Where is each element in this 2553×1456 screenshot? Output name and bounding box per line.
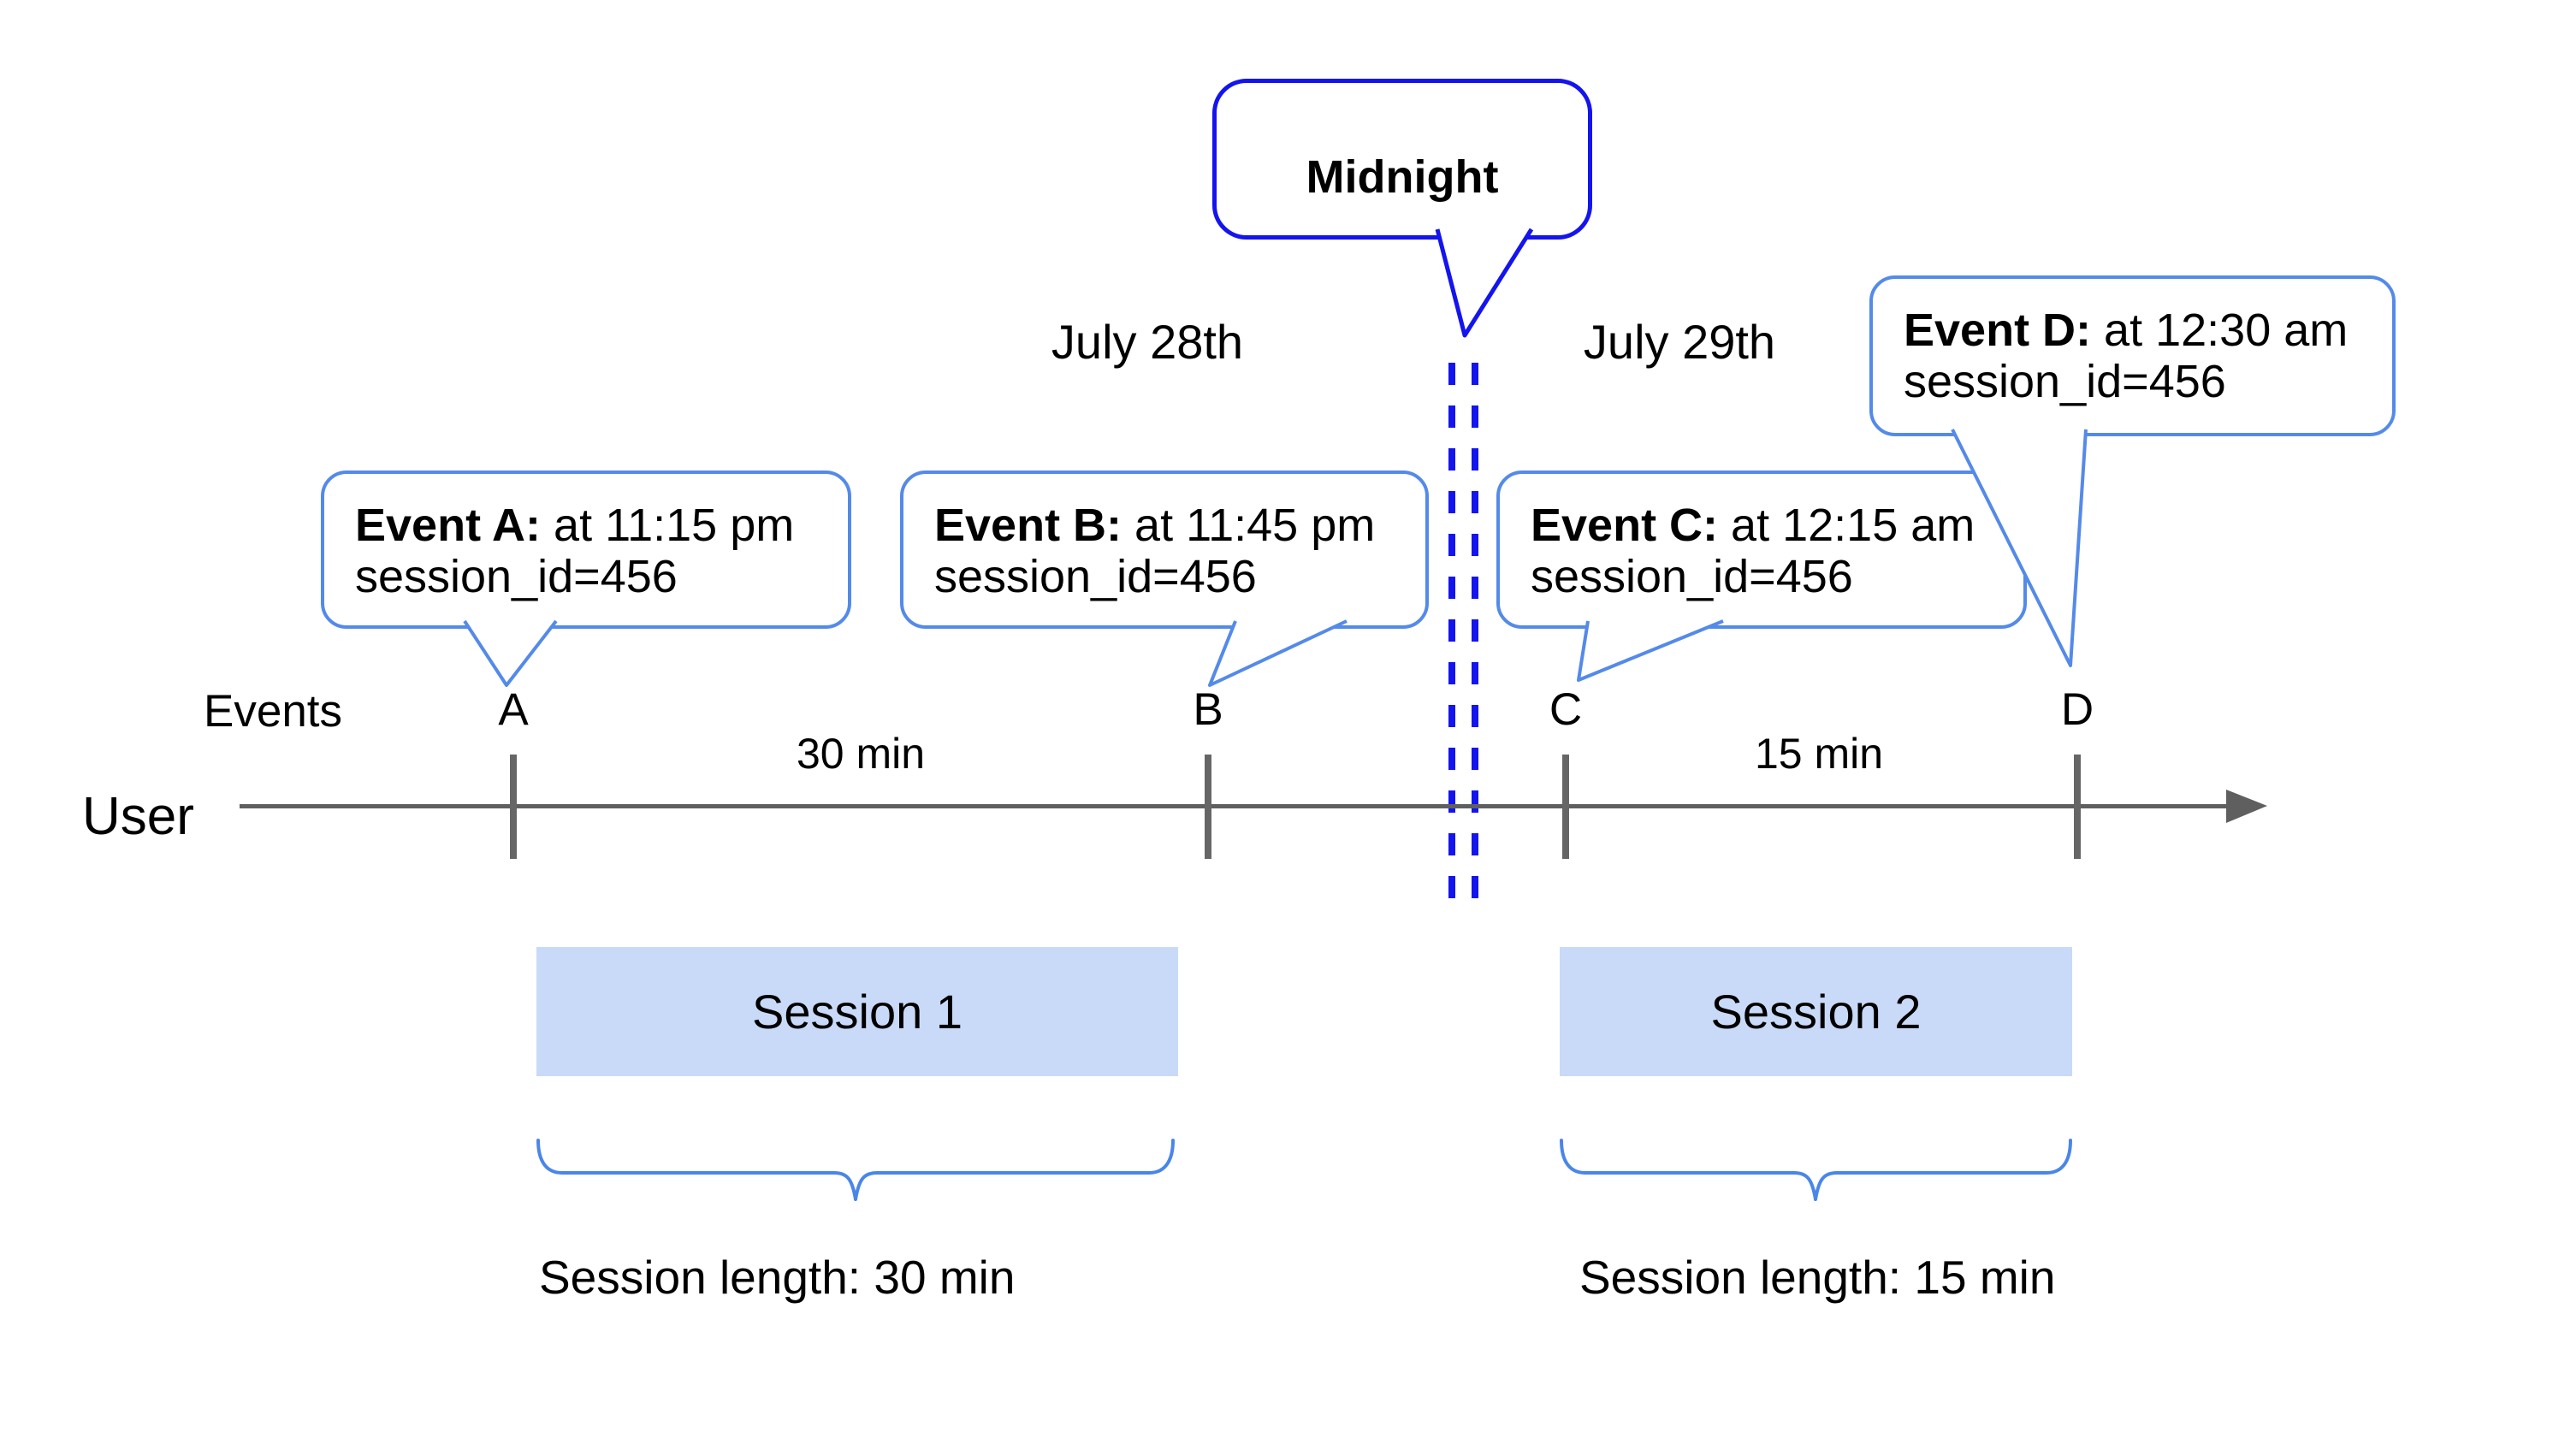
- event-c-callout-title: Event C:: [1531, 500, 1719, 551]
- event-a-callout-tail: [463, 619, 558, 687]
- user-row-label: User: [82, 787, 194, 846]
- events-row-label: Events: [204, 686, 343, 737]
- event-c-callout-time: at 12:15 am: [1718, 500, 1975, 551]
- session-2-label: Session 2: [1710, 985, 1922, 1039]
- session-1-label: Session 1: [752, 985, 963, 1039]
- midnight-dashed-line-left: [1448, 363, 1455, 919]
- interval-30min-label: 30 min: [796, 730, 926, 778]
- event-c-callout: Event C: at 12:15 am session_id=456: [1496, 471, 2027, 629]
- timeline-arrowhead: [2226, 790, 2267, 823]
- midnight-callout-bubble: Midnight: [1212, 79, 1592, 240]
- event-b-callout-line2: session_id=456: [934, 551, 1257, 603]
- event-d-callout-time: at 12:30 am: [2091, 305, 2349, 356]
- event-c-callout-line1: Event C: at 12:15 am: [1531, 500, 2001, 551]
- event-c-letter: C: [1549, 684, 1583, 735]
- event-b-callout-time: at 11:45 pm: [1122, 500, 1376, 551]
- event-b-letter: B: [1193, 684, 1223, 735]
- session-2-brace: [1560, 1139, 2072, 1201]
- midnight-dashed-line-right: [1472, 363, 1478, 919]
- date-label-july-29: July 29th: [1583, 315, 1776, 369]
- event-d-callout-title: Event D:: [1904, 305, 2092, 356]
- session-1-box: Session 1: [536, 947, 1178, 1076]
- event-a-callout-line2: session_id=456: [355, 551, 678, 603]
- interval-15min-label: 15 min: [1754, 730, 1884, 778]
- session-1-length-label: Session length: 30 min: [539, 1251, 1016, 1304]
- midnight-callout-tail: [1435, 228, 1534, 338]
- event-b-callout: Event B: at 11:45 pm session_id=456: [900, 471, 1429, 629]
- event-d-callout-line1: Event D: at 12:30 am: [1904, 305, 2370, 356]
- date-label-july-28: July 28th: [1051, 315, 1244, 369]
- event-c-tick: [1562, 755, 1569, 859]
- event-d-tick: [2074, 755, 2081, 859]
- event-b-callout-tail: [1208, 619, 1348, 687]
- event-a-callout-title: Event A:: [355, 500, 542, 551]
- session-2-box: Session 2: [1560, 947, 2072, 1076]
- session-2-length-label: Session length: 15 min: [1579, 1251, 2056, 1304]
- event-a-callout-line1: Event A: at 11:15 pm: [355, 500, 826, 551]
- event-d-callout-line2: session_id=456: [1904, 356, 2226, 408]
- event-a-callout-time: at 11:15 pm: [541, 500, 795, 551]
- event-c-callout-tail: [1577, 619, 1724, 682]
- event-a-callout: Event A: at 11:15 pm session_id=456: [321, 471, 851, 629]
- event-d-callout: Event D: at 12:30 am session_id=456: [1869, 275, 2396, 436]
- event-c-callout-line2: session_id=456: [1531, 551, 1853, 603]
- session-1-brace: [536, 1139, 1175, 1201]
- midnight-label: Midnight: [1306, 151, 1499, 203]
- event-b-callout-title: Event B:: [934, 500, 1122, 551]
- event-d-letter: D: [2060, 684, 2094, 735]
- event-b-callout-line1: Event B: at 11:45 pm: [934, 500, 1403, 551]
- user-timeline-axis: [240, 804, 2229, 808]
- event-a-tick: [510, 755, 517, 859]
- event-b-tick: [1205, 755, 1211, 859]
- event-a-letter: A: [498, 684, 529, 735]
